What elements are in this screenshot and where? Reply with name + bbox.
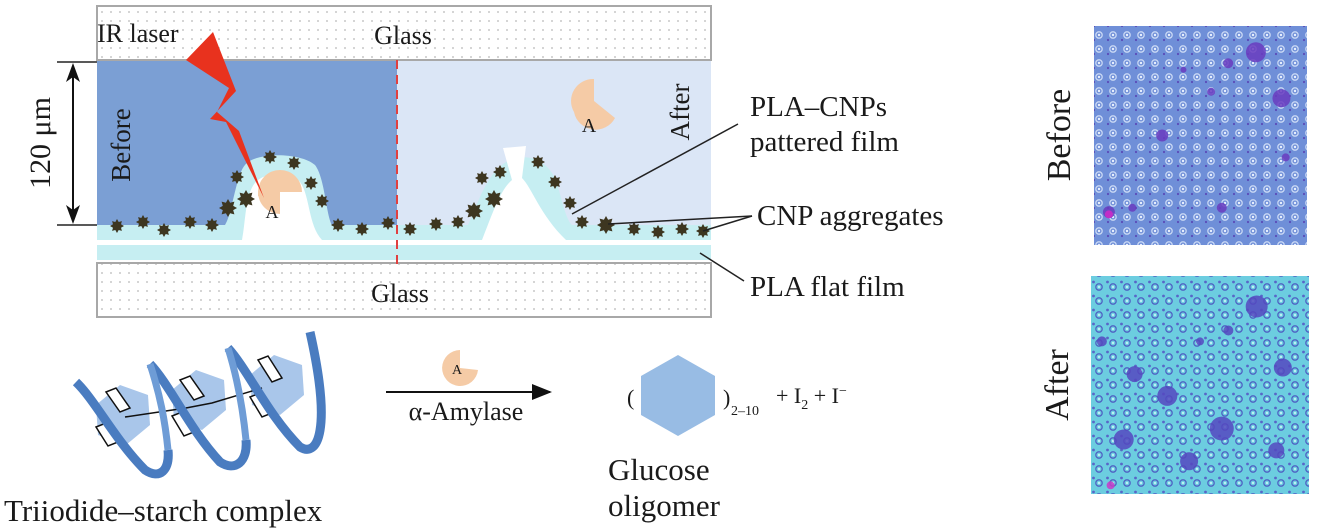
product-paren-open: (	[627, 385, 634, 410]
height-arrow-head-bottom	[66, 205, 80, 224]
micrograph-aggregate	[1281, 153, 1290, 162]
product-paren-close: )	[723, 385, 730, 410]
glucose-hexagon	[641, 355, 715, 436]
cnp-particle	[183, 215, 197, 229]
micrograph-aggregate	[1104, 210, 1113, 219]
cnp-particle	[205, 218, 219, 232]
micrograph-before-label: Before	[1041, 89, 1078, 182]
cnp-particle	[475, 171, 489, 185]
cnp-particle	[627, 222, 641, 236]
callout-aggregates: CNP aggregates	[757, 200, 944, 232]
micrograph-before	[1094, 26, 1307, 245]
callout-line-aggregates-1	[607, 215, 753, 225]
cnp-particle	[403, 222, 417, 236]
micrograph-aggregate	[1272, 89, 1291, 108]
micrograph-aggregate	[1268, 442, 1285, 459]
product-label-line1: Glucose	[608, 452, 710, 487]
micrograph-aggregate	[1207, 87, 1216, 96]
height-label: 120 μm	[24, 97, 57, 189]
cnp-particle	[315, 194, 329, 208]
callout-line-flat-film	[699, 252, 745, 282]
micrograph-aggregate	[1157, 385, 1178, 406]
patterned-film-after	[397, 157, 711, 240]
svg-text:A: A	[266, 202, 279, 222]
micrograph-aggregate	[1223, 325, 1234, 336]
reaction-arrow-label: α-Amylase	[409, 397, 524, 426]
cnp-particle	[548, 175, 562, 189]
product-label-line2: oligomer	[608, 488, 721, 523]
cnp-particle	[651, 225, 665, 239]
schematic-before-label: Before	[106, 108, 136, 181]
cnp-particle	[451, 215, 465, 229]
callout-line-patterned-film	[571, 123, 739, 215]
cnp-particles	[110, 150, 710, 239]
micrograph-aggregate	[1245, 42, 1266, 63]
cnp-particle	[429, 217, 443, 231]
svg-text:A: A	[452, 363, 463, 378]
cnp-particle	[675, 222, 689, 236]
enzyme-before: A	[257, 170, 302, 222]
callout-line-aggregates-2	[702, 215, 753, 232]
micrograph-aggregate	[1156, 129, 1169, 142]
cnp-particle	[381, 216, 395, 230]
glass-top-label: Glass	[374, 21, 432, 50]
cnp-particle	[230, 170, 244, 184]
enzyme-reaction: A	[442, 350, 478, 386]
cnp-particle	[287, 156, 301, 170]
micrograph-aggregate	[1180, 66, 1187, 73]
enzyme-after: A	[571, 78, 615, 137]
height-arrow-head-top	[66, 63, 80, 82]
glass-bottom	[96, 262, 712, 318]
micrograph-aggregate	[1209, 416, 1234, 441]
cavity-after	[482, 146, 566, 240]
micrograph-aggregate	[1216, 202, 1227, 213]
flat-film	[97, 245, 711, 260]
reactant-label: Triiodide–starch complex	[4, 493, 323, 528]
cnp-particle	[136, 215, 150, 229]
product-byproducts: + I2 + I−	[776, 383, 847, 413]
micrograph-aggregate	[1273, 358, 1292, 377]
cnp-particle	[263, 150, 277, 164]
micrograph-aggregate	[1113, 429, 1134, 450]
cnp-particle	[237, 190, 255, 208]
micrograph-aggregate	[1196, 337, 1204, 346]
cnp-particle	[355, 222, 369, 236]
glass-bottom-label: Glass	[371, 279, 429, 308]
product-subscript: 2–10	[731, 404, 759, 419]
cnp-particle	[304, 176, 318, 190]
micrograph-aggregate	[1126, 366, 1143, 383]
ir-laser-bolt	[186, 32, 264, 198]
micrograph-aggregate	[1128, 203, 1137, 212]
cnp-particle	[331, 218, 345, 232]
triiodide-starch-helix	[72, 331, 326, 479]
ir-laser-label: IR laser	[97, 19, 179, 48]
micrograph-aggregate	[1180, 452, 1199, 471]
cnp-particle	[575, 215, 589, 229]
callout-patterned-film-line1: PLA–CNPs	[750, 91, 887, 123]
micrograph-aggregate	[1096, 336, 1107, 347]
micrograph-aggregate	[1106, 481, 1115, 490]
cnp-particle	[485, 190, 503, 208]
cnp-particle	[157, 223, 171, 237]
svg-text:A: A	[582, 115, 597, 137]
callout-patterned-film-line2: pattered film	[750, 126, 899, 158]
cnp-particle	[597, 216, 615, 234]
schematic-after-label: After	[665, 84, 695, 141]
cnp-particle	[563, 196, 577, 210]
micrograph-aggregate	[1223, 58, 1234, 69]
cnp-particle	[219, 199, 237, 217]
cnp-particle	[493, 165, 507, 179]
cnp-particle	[531, 155, 545, 169]
cnp-particle	[110, 219, 124, 233]
micrograph-after-label: After	[1039, 348, 1076, 420]
micrograph-aggregate	[1245, 295, 1268, 318]
cnp-particle	[465, 202, 483, 220]
micrograph-after	[1091, 276, 1309, 494]
callout-flat-film: PLA flat film	[750, 271, 905, 303]
